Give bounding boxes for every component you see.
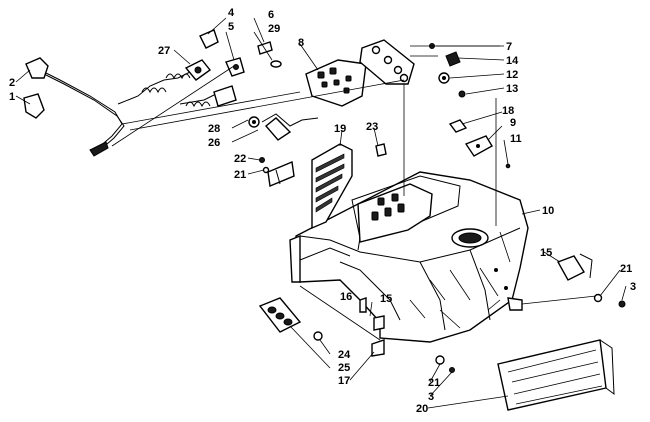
callout-22: 22 xyxy=(234,153,246,165)
clip-set xyxy=(359,297,385,357)
callout-15: 15 xyxy=(540,247,552,259)
right-clip xyxy=(556,253,626,308)
leader-lines xyxy=(15,17,627,409)
callout-29: 29 xyxy=(268,23,280,35)
callout-8: 8 xyxy=(298,37,304,49)
callout-14: 14 xyxy=(506,55,519,67)
callout-13: 13 xyxy=(506,83,518,95)
light-connector xyxy=(213,85,319,141)
indicator-light xyxy=(448,119,511,169)
callout-21: 21 xyxy=(428,377,440,389)
callout-19: 19 xyxy=(334,123,346,135)
callout-17: 17 xyxy=(338,375,350,387)
throttle-cable xyxy=(23,57,125,157)
side-bracket xyxy=(267,161,295,187)
callout-4: 4 xyxy=(228,7,235,19)
callout-6: 6 xyxy=(268,9,274,21)
console-housing xyxy=(289,171,529,343)
callout-2: 2 xyxy=(9,77,15,89)
callout-5: 5 xyxy=(228,21,234,33)
callout-3: 3 xyxy=(428,391,434,403)
callout-9: 9 xyxy=(510,117,516,129)
callout-labels: 1 2 3 3 4 5 6 7 8 9 10 11 12 13 14 15 15… xyxy=(9,7,636,415)
bottom-fasteners xyxy=(435,355,455,373)
callout-26: 26 xyxy=(208,137,220,149)
callout-25: 25 xyxy=(338,362,350,374)
fastener-set xyxy=(429,43,466,98)
switch-panel xyxy=(258,297,323,341)
ignition-switch xyxy=(199,29,245,77)
callout-10: 10 xyxy=(542,205,554,217)
gauge-plate xyxy=(305,59,367,107)
callout-23: 23 xyxy=(366,121,378,133)
callout-12: 12 xyxy=(506,69,518,81)
callout-18: 18 xyxy=(502,105,514,117)
callout-24: 24 xyxy=(338,349,351,361)
callout-16: 16 xyxy=(340,291,352,303)
callout-3: 3 xyxy=(630,281,636,293)
key-switch xyxy=(184,59,212,81)
mounting-bracket xyxy=(359,39,415,85)
callout-7: 7 xyxy=(506,41,512,53)
lower-shield xyxy=(497,339,615,411)
callout-21: 21 xyxy=(234,169,246,181)
screw-washer xyxy=(257,41,282,68)
callout-20: 20 xyxy=(416,403,428,415)
callout-28: 28 xyxy=(208,123,220,135)
louvered-grille xyxy=(311,143,353,230)
callout-11: 11 xyxy=(510,133,522,145)
callout-27: 27 xyxy=(158,45,170,57)
callout-1: 1 xyxy=(9,91,15,103)
clip xyxy=(375,143,387,157)
callout-21: 21 xyxy=(620,263,632,275)
callout-15: 15 xyxy=(380,293,392,305)
